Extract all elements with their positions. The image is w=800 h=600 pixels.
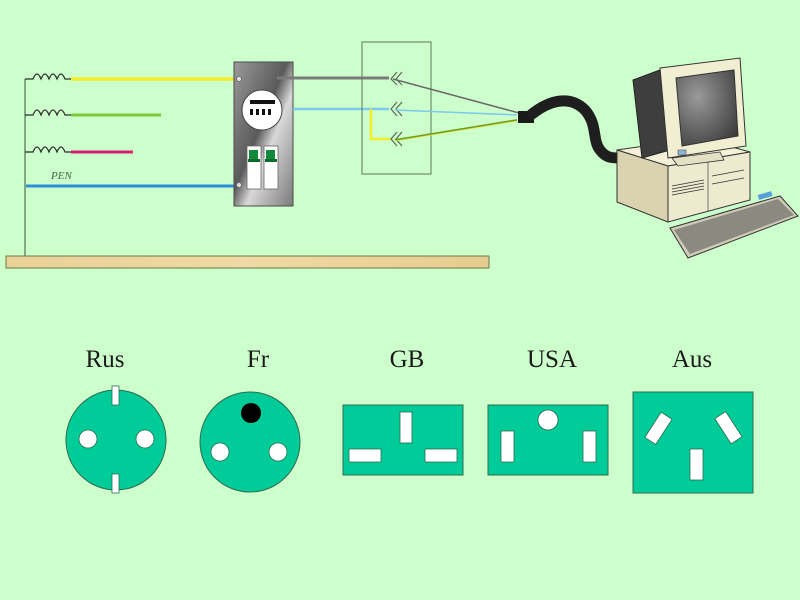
socket-slot-icon	[500, 430, 515, 463]
socket-hole-icon	[268, 442, 288, 462]
socket-label-rus: Rus	[85, 346, 125, 373]
socket-slot-icon	[689, 448, 704, 481]
earth-clip-icon	[111, 473, 120, 494]
socket-slot-icon	[644, 411, 673, 445]
power-cable	[518, 95, 626, 164]
socket-slot-icon	[424, 448, 458, 463]
socket-slot-icon	[348, 448, 382, 463]
socket-hole-icon	[78, 429, 98, 449]
socket-label-gb: GB	[389, 346, 425, 373]
circuit-breaker-2	[263, 145, 279, 190]
transformer-coil-2	[25, 109, 72, 117]
socket-label-fr: Fr	[246, 346, 270, 373]
socket-slot-icon	[582, 430, 597, 463]
socket-slot-icon	[399, 411, 413, 444]
terminal-screw-icon	[236, 76, 242, 82]
transformer-coil-3	[25, 146, 72, 154]
socket-slot-icon	[714, 411, 743, 445]
floor-plank	[5, 255, 490, 269]
terminal-screw-icon	[236, 182, 242, 188]
socket-fr	[199, 391, 301, 493]
transformer-coil-1	[25, 73, 72, 81]
socket-box	[361, 41, 432, 175]
socket-hole-icon	[210, 442, 230, 462]
socket-usa	[487, 404, 609, 476]
socket-label-usa: USA	[526, 346, 577, 373]
earth-pin-icon	[241, 403, 261, 423]
earth-hole-icon	[537, 409, 559, 431]
socket-hole-icon	[135, 429, 155, 449]
pen-label: PEN	[51, 170, 72, 182]
electricity-meter-icon	[241, 89, 283, 131]
lead-blue	[394, 109, 518, 116]
socket-rus	[65, 385, 167, 494]
circuit-breaker-1	[246, 145, 262, 190]
wire-earth-yellow	[369, 109, 391, 141]
socket-aus	[632, 391, 754, 494]
earth-clip-icon	[111, 385, 120, 406]
socket-label-aus: Aus	[671, 346, 713, 373]
socket-gb	[342, 404, 464, 476]
distribution-panel	[233, 61, 294, 207]
lead-yellow-green	[394, 119, 518, 141]
socket-contact-icon	[390, 71, 403, 147]
computer-icon	[616, 57, 799, 259]
lead-grey	[392, 78, 520, 114]
